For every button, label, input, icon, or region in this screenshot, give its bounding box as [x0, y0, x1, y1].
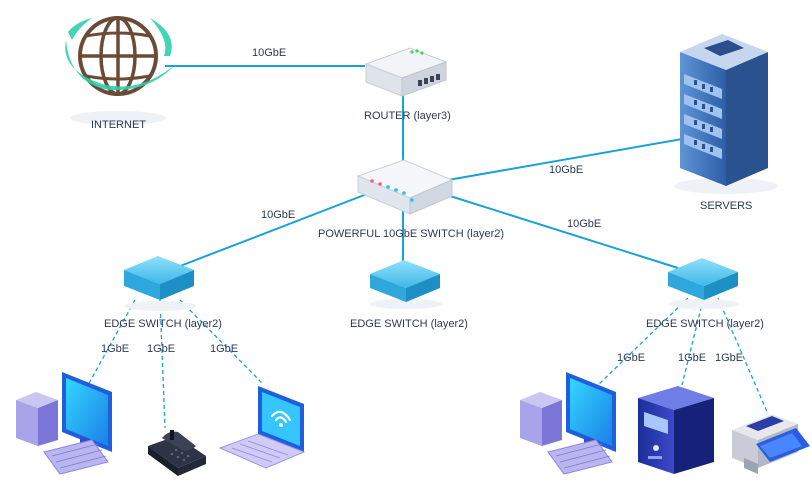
core-switch-label: POWERFUL 10GbE SWITCH (layer2) — [318, 228, 504, 240]
server-rack-icon — [674, 34, 778, 194]
desk-phone-icon — [148, 430, 206, 476]
servers-label: SERVERS — [700, 200, 752, 212]
link-core-edge-left — [174, 191, 373, 269]
link-label-left-phone: 1GbE — [147, 343, 175, 355]
edge-switch-left-label: EDGE SWITCH (layer2) — [104, 318, 222, 330]
link-label-core-edge-left: 10GbE — [261, 209, 295, 221]
edge-switch-center-label: EDGE SWITCH (layer2) — [350, 318, 468, 330]
internet-label: INTERNET — [91, 119, 146, 131]
tower-server-icon — [638, 386, 714, 474]
edge-switch-right-icon — [668, 258, 740, 309]
laptop-icon — [218, 386, 306, 469]
link-label-right-printer: 1GbE — [715, 352, 743, 364]
edge-switch-right-label: EDGE SWITCH (layer2) — [646, 318, 764, 330]
link-right-printer — [717, 297, 769, 415]
link-left-laptop — [179, 299, 263, 384]
router-label: ROUTER (layer3) — [364, 110, 451, 122]
link-label-left-pc: 1GbE — [101, 343, 129, 355]
link-label-core-edge-right: 10GbE — [567, 218, 601, 230]
edge-switch-center-icon — [370, 260, 442, 309]
core-switch-icon — [356, 159, 454, 215]
link-core-edge-right — [449, 195, 679, 269]
link-label-right-pc: 1GbE — [617, 352, 645, 364]
desktop-pc-right-icon — [520, 372, 616, 475]
link-left-phone — [159, 299, 166, 429]
link-label-right-server: 1GbE — [678, 352, 706, 364]
link-right-server — [681, 299, 704, 386]
edge-switch-left-icon — [124, 256, 196, 311]
link-left-pc — [87, 299, 136, 386]
globe-icon — [65, 16, 176, 125]
link-core-servers — [447, 137, 689, 181]
printer-icon — [732, 414, 810, 474]
link-label-left-laptop: 1GbE — [210, 343, 238, 355]
link-right-pc — [597, 297, 689, 386]
link-label-internet-router: 10GbE — [252, 47, 286, 59]
router-icon — [364, 47, 448, 97]
desktop-pc-left-icon — [16, 372, 112, 475]
link-label-core-servers: 10GbE — [549, 164, 583, 176]
